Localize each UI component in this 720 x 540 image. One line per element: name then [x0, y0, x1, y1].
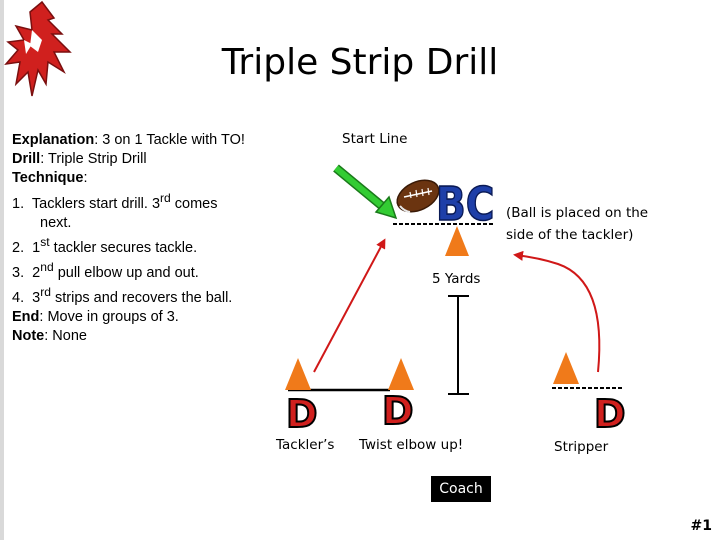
ball-note-line1: (Ball is placed on the [506, 205, 648, 221]
stripper-defender-icon: D [594, 392, 626, 436]
slide-number: #1 [691, 518, 712, 534]
twist-cone-icon [388, 358, 414, 390]
tackler-defender-icon: D [286, 392, 318, 436]
start-line-label: Start Line [342, 131, 407, 147]
tackler-cone-icon [285, 358, 311, 390]
ball-note-line2: side of the tackler) [506, 227, 633, 243]
stripper-arrow [516, 255, 599, 372]
tackler-label: Tackler’s [276, 437, 334, 453]
twist-defender-icon: D [382, 389, 414, 433]
coach-box: Coach [431, 476, 491, 502]
stripper-label: Stripper [554, 439, 608, 455]
start-arrow [336, 168, 396, 218]
stripper-cone-icon [553, 352, 579, 384]
tackler-arrow [314, 241, 384, 372]
twist-label: Twist elbow up! [359, 437, 463, 453]
five-yards-label: 5 Yards [432, 271, 480, 287]
five-yard-marker [448, 296, 469, 394]
